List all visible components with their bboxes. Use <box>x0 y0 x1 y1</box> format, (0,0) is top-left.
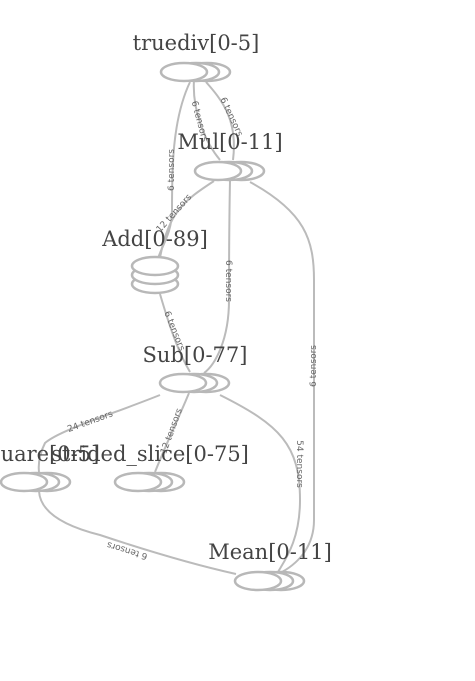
node-add-title: Add[0-89] <box>101 227 208 251</box>
edge-sub-mean[interactable] <box>219 394 302 573</box>
node-mean-title: Mean[0-11] <box>208 540 332 564</box>
node-mul-title: Mul[0-11] <box>177 130 282 154</box>
edge-labels: 6 tensors 6 tensors 6 tensors 12 tensors… <box>66 96 319 561</box>
node-strided-slice-title: strided_slice[0-75] <box>51 442 249 466</box>
edge-sub-slice[interactable] <box>154 392 190 473</box>
node-truediv[interactable]: truediv[0-5] <box>133 31 260 83</box>
node-sub[interactable]: Sub[0-77] <box>143 343 248 394</box>
node-mean-stack-1 <box>233 570 283 592</box>
node-sub-stack-1 <box>158 372 208 394</box>
node-mul[interactable]: Mul[0-11] <box>177 130 283 182</box>
edge-truediv-mul-b[interactable] <box>205 81 235 161</box>
edge-square-mean[interactable] <box>38 490 237 575</box>
node-square-stack-1 <box>0 471 49 493</box>
edge-label-truediv-add: 6 tensors <box>167 149 177 191</box>
edge-label-mul-sub: 6 tensors <box>223 260 233 302</box>
node-strided-slice-stack-1 <box>113 471 163 493</box>
edge-add-sub[interactable] <box>159 293 191 373</box>
node-add[interactable]: Add[0-89] <box>101 227 208 295</box>
node-square[interactable]: Square[0-5] <box>0 442 99 493</box>
node-mean[interactable]: Mean[0-11] <box>208 540 332 592</box>
edge-label-sub-square: 24 tensors <box>66 409 115 435</box>
edge-mul-mean[interactable] <box>249 181 315 573</box>
node-mul-stack-1 <box>193 160 243 182</box>
node-truediv-title: truediv[0-5] <box>133 31 260 55</box>
edge-sub-square[interactable] <box>37 394 161 473</box>
edge-truediv-mul-a[interactable] <box>192 79 221 161</box>
edges <box>37 79 315 575</box>
node-strided-slice[interactable]: strided_slice[0-75] <box>51 442 249 493</box>
node-truediv-stack-1 <box>159 61 209 83</box>
node-add-stack-1 <box>130 255 180 277</box>
edge-label-sub-mean: 54 tensors <box>294 440 304 488</box>
edge-mul-add[interactable] <box>159 180 215 259</box>
edge-mul-sub[interactable] <box>203 180 231 374</box>
node-square-title: Square[0-5] <box>0 442 99 466</box>
node-sub-title: Sub[0-77] <box>143 343 248 367</box>
edge-label-mul-mean: 6 tensors <box>309 345 319 387</box>
edge-label-square-mean: 6 tensors <box>106 539 149 561</box>
